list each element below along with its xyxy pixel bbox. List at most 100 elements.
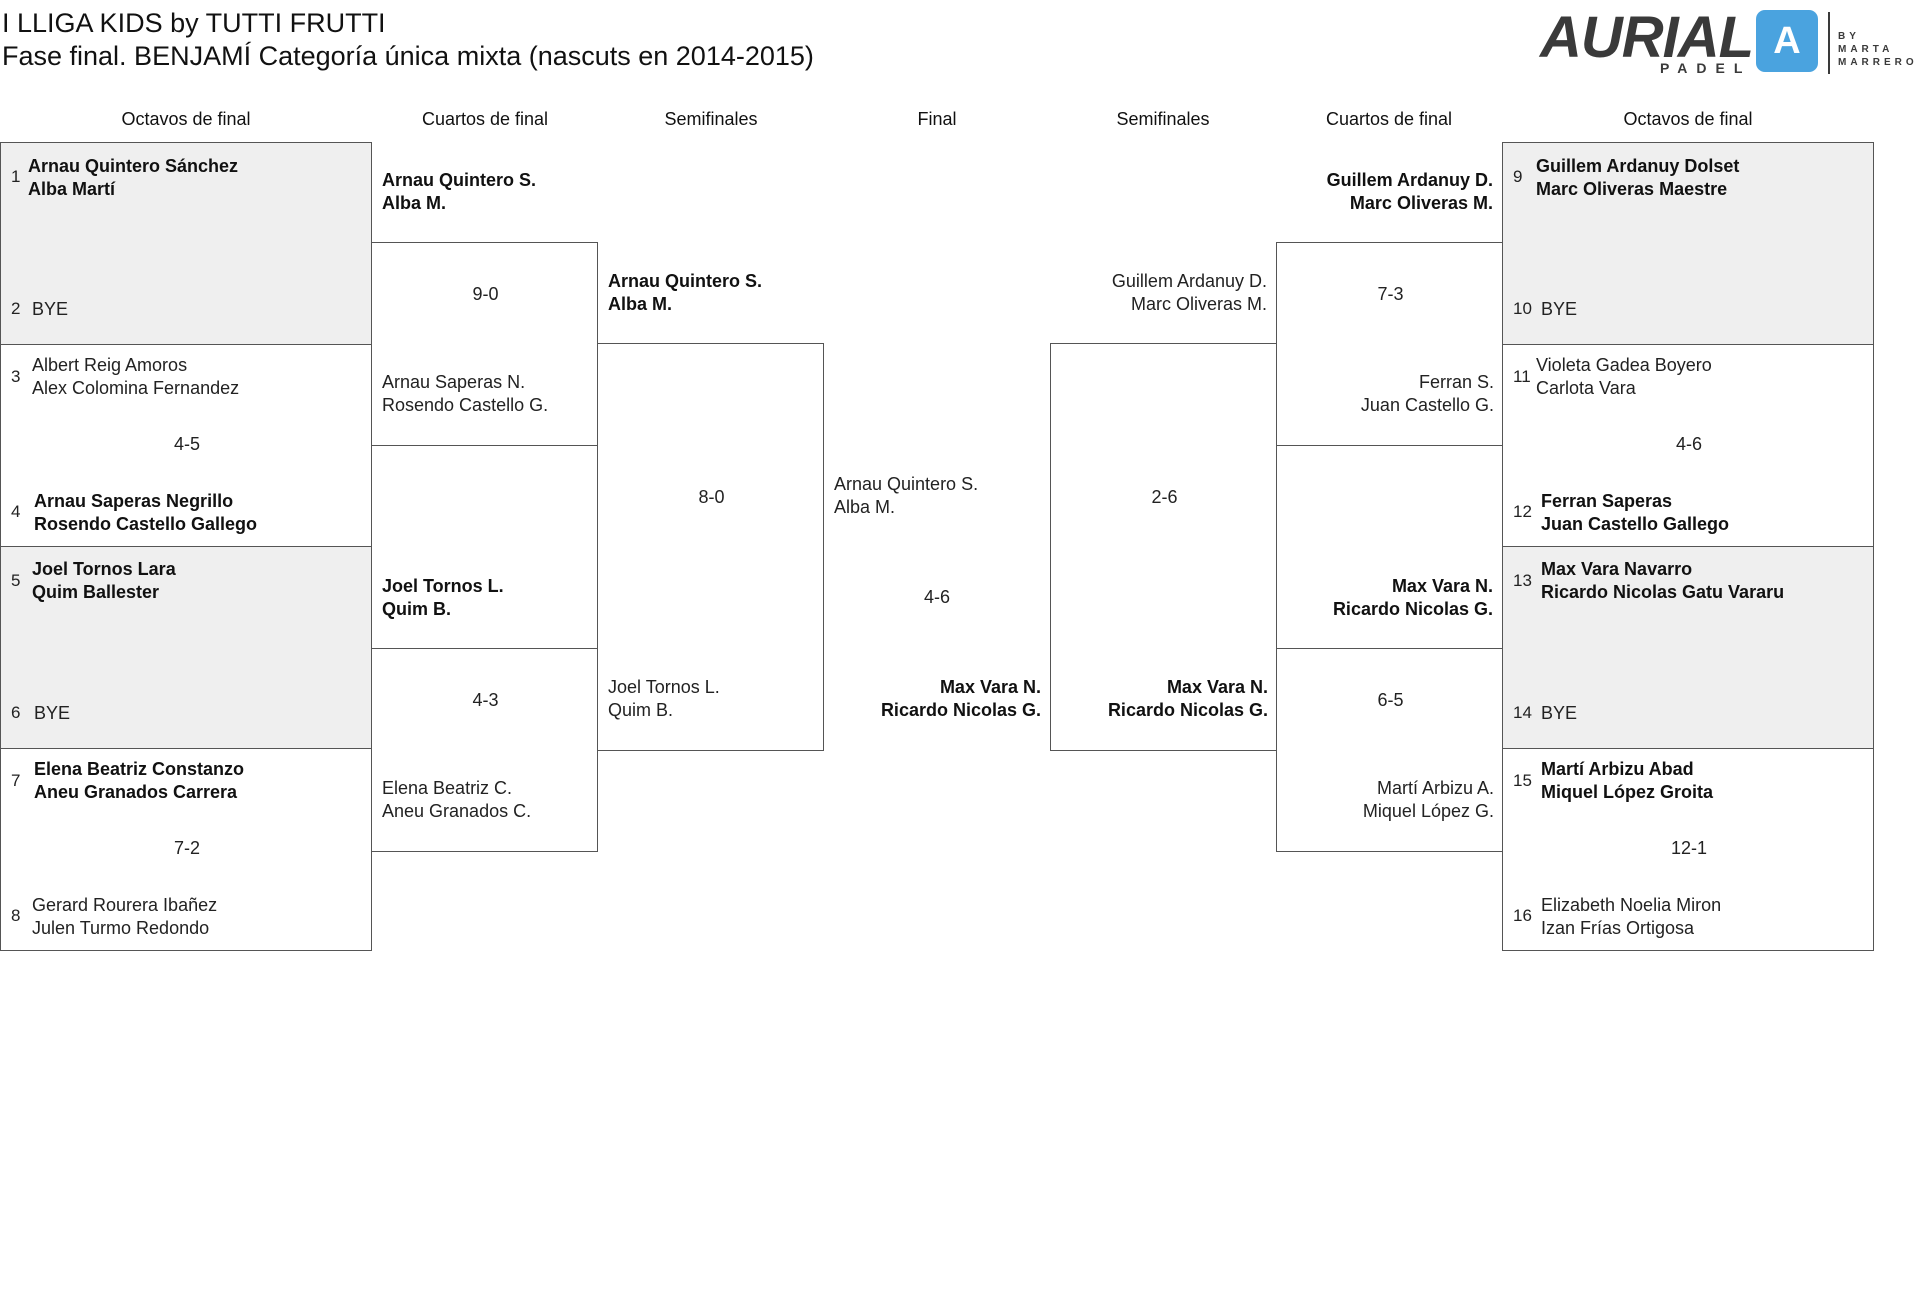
player-name: Aneu Granados C. (382, 801, 532, 821)
player-name: Juan Castello G. (1360, 395, 1494, 415)
player-name: Max Vara N. (1391, 576, 1493, 596)
match-octavos-3: 5 Joel Tornos Lara Quim Ballester 6 BYE (0, 546, 372, 749)
match-semis-left: 8-0 Joel Tornos L. Quim B. (597, 343, 824, 751)
final-team-right: Max Vara N. Ricardo Nicolas G. (824, 676, 1041, 722)
round-header-final: Final (917, 109, 957, 129)
player-name: Arnau Quintero Sánchez (28, 156, 239, 176)
team-name: Martí Arbizu A. Miquel López G. (1277, 777, 1494, 823)
player-name: Miquel López Groita (1541, 782, 1714, 802)
seed-number: 10 (1513, 299, 1532, 318)
player-name: Alex Colomina Fernandez (32, 378, 240, 398)
bye-label: BYE (1541, 703, 1578, 723)
player-name: Guillem Ardanuy Dolset (1536, 156, 1740, 176)
player-name: Max Vara N. (1166, 677, 1268, 697)
match-score: 9-0 (472, 284, 499, 304)
player-name: Quim B. (382, 599, 452, 619)
seed-number: 8 (11, 906, 21, 925)
match-octavos-7: 13 Max Vara Navarro Ricardo Nicolas Gatu… (1502, 546, 1874, 749)
match-semis-right: 2-6 Max Vara N. Ricardo Nicolas G. (1050, 343, 1277, 751)
team-name: Arnau Saperas N. Rosendo Castello G. (382, 371, 548, 417)
seed-number: 5 (11, 571, 21, 590)
player-name: Alba M. (382, 193, 447, 213)
match-cuartos-1: 9-0 Arnau Saperas N. Rosendo Castello G. (371, 242, 598, 446)
player-name: Max Vara N. (939, 677, 1041, 697)
player-name: Quim B. (608, 700, 674, 720)
seed-number: 15 (1513, 771, 1532, 790)
player-name: Juan Castello Gallego (1541, 514, 1730, 534)
player-name: Marc Oliveras Maestre (1536, 179, 1728, 199)
player-name: Ferran S. (1418, 372, 1494, 392)
page-subtitle: Fase final. BENJAMÍ Categoría única mixt… (2, 41, 814, 71)
logo-divider (1828, 12, 1830, 74)
match-score: 4-6 (1675, 434, 1702, 454)
seed-number: 13 (1513, 571, 1532, 590)
player-name: Arnau Quintero S. (834, 474, 979, 494)
player-name: Elena Beatriz C. (382, 778, 513, 798)
round-header-octavos-left: Octavos de final (121, 109, 251, 129)
final-score: 4-6 (923, 587, 950, 607)
player-name: Rosendo Castello Gallego (34, 514, 258, 534)
team-name: Elena Beatriz C. Aneu Granados C. (382, 777, 531, 823)
match-octavos-8: 15 Martí Arbizu Abad Miquel López Groita… (1502, 748, 1874, 951)
page-title: I LLIGA KIDS by TUTTI FRUTTI (2, 8, 386, 38)
match-score: 2-6 (1151, 487, 1178, 507)
player-name: Alba M. (608, 294, 673, 314)
player-name: Rosendo Castello G. (382, 395, 549, 415)
player-name: Arnau Quintero S. (608, 271, 763, 291)
seed-number: 7 (11, 771, 21, 790)
player-name: Violeta Gadea Boyero (1536, 355, 1712, 375)
team-name: Violeta Gadea Boyero Carlota Vara (1536, 354, 1712, 400)
match-score: 7-3 (1377, 284, 1404, 304)
player-name: Ferran Saperas (1541, 491, 1673, 511)
match-octavos-6: 11 Violeta Gadea Boyero Carlota Vara 4-6… (1502, 344, 1874, 547)
match-octavos-4: 7 Elena Beatriz Constanzo Aneu Granados … (0, 748, 372, 951)
player-name: Quim Ballester (32, 582, 160, 602)
team-name: Elizabeth Noelia Miron Izan Frías Ortigo… (1541, 894, 1721, 940)
bye-label: BYE (32, 299, 69, 319)
logo-mark-icon: A (1756, 10, 1818, 72)
logo-sub: PADEL (1660, 60, 1752, 76)
player-name: Joel Tornos Lara (32, 559, 176, 579)
match-score: 6-5 (1377, 690, 1404, 710)
player-name: Marc Oliveras M. (1349, 193, 1493, 213)
brand-logo: AURIAL PADEL A BY MARTA MARRERO (1540, 8, 1920, 80)
logo-byline: BY MARTA MARRERO (1838, 30, 1920, 69)
player-name: Joel Tornos L. (608, 677, 720, 697)
player-name: Ricardo Nicolas Gatu Vararu (1541, 582, 1785, 602)
team-name: Joel Tornos Lara Quim Ballester (32, 558, 176, 604)
player-name: Carlota Vara (1536, 378, 1636, 398)
team-name: Martí Arbizu Abad Miquel López Groita (1541, 758, 1713, 804)
team-name: Albert Reig Amoros Alex Colomina Fernand… (32, 354, 239, 400)
bye-label: BYE (1541, 299, 1578, 319)
match-octavos-1: 1 Arnau Quintero Sánchez Alba Martí 2 BY… (0, 142, 372, 345)
team-name: Joel Tornos L. Quim B. (608, 676, 720, 722)
team-name: Arnau Saperas Negrillo Rosendo Castello … (34, 490, 257, 536)
team-name: Gerard Rourera Ibañez Julen Turmo Redond… (32, 894, 217, 940)
seed-number: 12 (1513, 502, 1532, 521)
player-name: Guillem Ardanuy D. (1111, 271, 1267, 291)
team-name: Ferran Saperas Juan Castello Gallego (1541, 490, 1729, 536)
player-name: Izan Frías Ortigosa (1541, 918, 1695, 938)
team-name: Ferran S. Juan Castello G. (1277, 371, 1494, 417)
seed-number: 9 (1513, 167, 1523, 186)
player-name: Aneu Granados Carrera (34, 782, 238, 802)
match-octavos-2: 3 Albert Reig Amoros Alex Colomina Ferna… (0, 344, 372, 547)
player-name: Alba M. (834, 497, 896, 517)
bye-label: BYE (34, 703, 71, 723)
player-name: Max Vara Navarro (1541, 559, 1693, 579)
player-name: Marc Oliveras M. (1130, 294, 1267, 314)
team-name: Max Vara Navarro Ricardo Nicolas Gatu Va… (1541, 558, 1784, 604)
team-name: Max Vara N. Ricardo Nicolas G. (1276, 575, 1493, 621)
player-name: Guillem Ardanuy D. (1326, 170, 1493, 190)
player-name: Albert Reig Amoros (32, 355, 188, 375)
player-name: Julen Turmo Redondo (32, 918, 210, 938)
match-score: 4-3 (472, 690, 499, 710)
round-header-cuartos-left: Cuartos de final (421, 109, 549, 129)
match-cuartos-3: 7-3 Ferran S. Juan Castello G. (1276, 242, 1503, 446)
match-cuartos-2: 4-3 Elena Beatriz C. Aneu Granados C. (371, 648, 598, 852)
player-name: Gerard Rourera Ibañez (32, 895, 218, 915)
seed-number: 14 (1513, 703, 1532, 722)
seed-number: 2 (11, 299, 21, 318)
team-name: Guillem Ardanuy D. Marc Oliveras M. (1050, 270, 1267, 316)
team-name: Joel Tornos L. Quim B. (382, 575, 504, 621)
